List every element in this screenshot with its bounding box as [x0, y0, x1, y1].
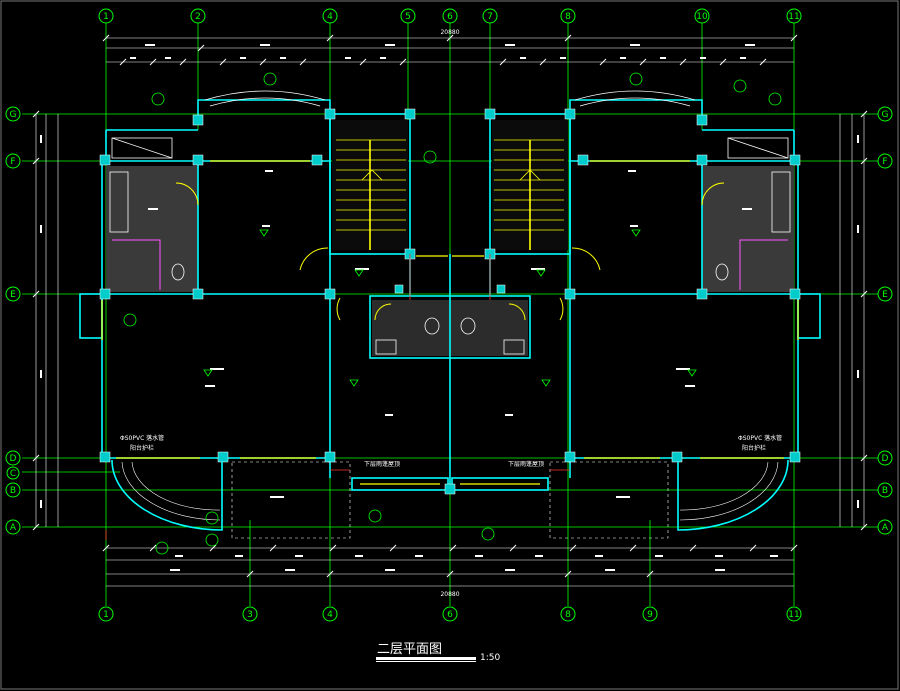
grid-row-label: F [10, 157, 15, 167]
grid-col-label: 2 [195, 12, 201, 22]
grid-col-label: 4 [327, 610, 333, 620]
grid-col-label: 9 [647, 610, 653, 620]
grid-labels-bottom: 1 3 4 6 8 9 11 [103, 610, 800, 620]
grid-col-label: 3 [247, 610, 253, 620]
grid-col-label: 6 [447, 12, 453, 22]
grid-bubbles-bottom [98, 606, 802, 622]
grid-col-label: 8 [565, 12, 571, 22]
bathroom-partitions [112, 239, 788, 290]
grid-row-label: D [882, 454, 889, 464]
drawing-title: 二层平面图 [377, 642, 442, 657]
bathroom-fixtures [109, 137, 791, 355]
grid-labels-left: G F E D C B A [10, 110, 17, 533]
grid-col-label: 11 [788, 610, 799, 620]
grid-row-label: E [10, 290, 16, 300]
grid-col-label: 7 [487, 12, 493, 22]
detail-callouts [123, 72, 782, 555]
drawing-scale: 1:50 [480, 653, 500, 663]
rain-pipe-note-left: ΦS0PVC 落水管 [120, 434, 164, 442]
grid-col-label: 8 [565, 610, 571, 620]
grid-row-label: B [882, 486, 888, 496]
grid-bubbles-right [877, 106, 893, 535]
overall-dimension-top: 20880 [440, 29, 459, 36]
balcony-note-left: 阳台护栏 [130, 444, 154, 452]
grid-row-label: E [882, 290, 888, 300]
windows [101, 160, 799, 485]
grid-col-label: 4 [327, 12, 333, 22]
grid-bubbles-top [98, 8, 802, 24]
grid-row-label: A [882, 523, 889, 533]
grid-col-label: 1 [103, 12, 109, 22]
grid-col-label: 5 [405, 12, 411, 22]
grid-labels-top: 1 2 4 5 6 7 8 10 11 [103, 12, 800, 22]
left-stair-treads [336, 139, 406, 250]
grid-col-label: 11 [788, 12, 799, 22]
grid-bubbles-left [5, 106, 21, 535]
title-underline [376, 657, 476, 660]
rain-pipe-note-right: ΦS0PVC 落水管 [738, 434, 782, 442]
right-bathroom-fill [702, 166, 794, 292]
canopy-note-right: 下层雨蓬屋顶 [508, 460, 544, 468]
canopy-outline [231, 461, 669, 539]
structural-columns [99, 108, 801, 495]
grid-row-label: G [10, 110, 17, 120]
dimension-ticks [32, 34, 868, 578]
grid-row-label: F [882, 157, 887, 167]
rear-bay-windows [204, 90, 696, 107]
grid-row-label: G [882, 110, 889, 120]
room-tags [148, 170, 752, 498]
grid-row-label: C [10, 469, 16, 479]
grid-col-label: 10 [696, 12, 708, 22]
grid-row-label: A [10, 523, 17, 533]
canopy-note-left: 下层雨蓬屋顶 [364, 460, 400, 468]
level-markers [203, 229, 697, 387]
front-balconies [111, 459, 789, 531]
axis-lines [105, 254, 570, 540]
grid-row-label: B [10, 486, 16, 496]
grid-col-label: 1 [103, 610, 109, 620]
right-stair-treads [494, 139, 564, 250]
dimension-marks [40, 44, 859, 571]
grid-col-label: 6 [447, 610, 453, 620]
balcony-note-right: 阳台护栏 [742, 444, 766, 452]
grid-labels-right: G F E D B A [882, 110, 889, 533]
annotations: ΦS0PVC 落水管 阳台护栏 ΦS0PVC 落水管 阳台护栏 下层雨蓬屋顶 下… [120, 434, 782, 468]
grid-row-label: D [10, 454, 17, 464]
door-swings [175, 182, 725, 321]
left-bathroom-fill [106, 166, 198, 292]
title-underline-thin [376, 661, 476, 662]
overall-dimension-bottom: 20880 [440, 591, 459, 598]
